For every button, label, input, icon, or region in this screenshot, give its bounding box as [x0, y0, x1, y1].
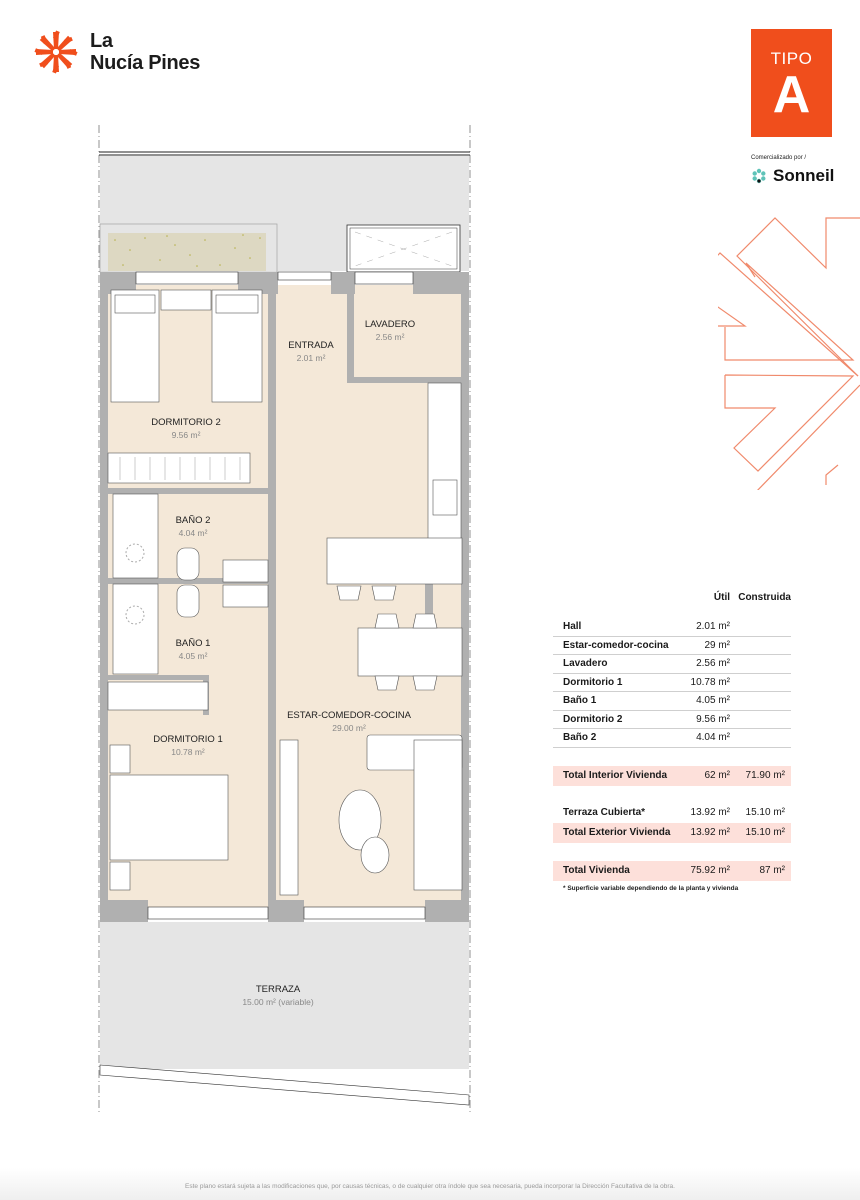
- room-name: ESTAR-COMEDOR-COCINA: [287, 710, 411, 721]
- row-label: Hall: [563, 621, 582, 633]
- table-row: Dormitorio 2 9.56 m²: [553, 711, 791, 729]
- row-label: Lavadero: [563, 658, 608, 670]
- total-exterior-row: Total Exterior Vivienda 13.92 m² 15.10 m…: [553, 822, 791, 843]
- room-area: 29.00 m²: [332, 723, 366, 733]
- room-name: TERRAZA: [255, 984, 301, 995]
- row-util: 4.04 m²: [696, 732, 730, 744]
- brand-logo: La Nucía Pines: [34, 30, 200, 74]
- room-entrada: ENTRADA 2.01 m²: [288, 340, 333, 363]
- table-header: Útil Construida: [553, 592, 791, 610]
- room-area: 9.56 m²: [171, 430, 201, 440]
- room-name: BAÑO 2: [175, 515, 211, 526]
- row-label: Estar-comedor-cocina: [563, 639, 669, 651]
- row-label: Total Vivienda: [563, 865, 630, 876]
- table-row: Estar-comedor-cocina 29 m²: [553, 637, 791, 655]
- room-bano-1: BAÑO 1 4.05 m²: [176, 638, 211, 661]
- marketer-name: Sonneil: [773, 166, 835, 185]
- row-label: Dormitorio 1: [563, 676, 623, 688]
- header-util: Útil: [713, 592, 730, 603]
- table-row: Dormitorio 1 10.78 m²: [553, 674, 791, 692]
- row-label: Terraza Cubierta*: [563, 807, 646, 818]
- room-area: 10.78 m²: [171, 747, 205, 757]
- room-name: LAVADERO: [364, 319, 416, 330]
- table-row: Lavadero 2.56 m²: [553, 655, 791, 674]
- unit-type-badge: TIPO A: [751, 29, 832, 137]
- header-construida: Construida: [738, 592, 791, 603]
- room-name: ENTRADA: [288, 340, 334, 351]
- unit-type-label: TIPO: [770, 49, 813, 68]
- table-row: Baño 2 4.04 m²: [553, 729, 791, 748]
- total-interior-row: Total Interior Vivienda 62 m² 71.90 m²: [553, 765, 791, 786]
- room-area: 4.05 m²: [178, 651, 208, 661]
- terraza-row: Terraza Cubierta* 13.92 m² 15.10 m²: [553, 803, 791, 823]
- room-area: 2.01 m²: [296, 353, 326, 363]
- brand-name-line2: Nucía Pines: [90, 52, 201, 74]
- floor-plan-drawing: [98, 125, 471, 1115]
- table-row: Hall 2.01 m²: [553, 618, 791, 637]
- row-util: 29 m²: [704, 639, 730, 651]
- row-construida: 71.90 m²: [745, 770, 785, 781]
- row-util: 2.56 m²: [696, 658, 730, 670]
- room-dormitorio-1: DORMITORIO 1 10.78 m²: [153, 734, 223, 757]
- row-label: Baño 2: [563, 732, 597, 744]
- footer-disclaimer: Este plano estará sujeta a las modificac…: [185, 1183, 675, 1190]
- floor-plan: ENTRADA 2.01 m² LAVADERO 2.56 m² DORMITO…: [95, 120, 475, 1120]
- brand-name: La Nucía Pines: [90, 30, 200, 74]
- row-util: 10.78 m²: [690, 676, 730, 688]
- row-label: Baño 1: [563, 695, 597, 707]
- row-label: Total Exterior Vivienda: [563, 827, 671, 838]
- room-area: 15.00 m² (variable): [242, 997, 314, 1007]
- total-vivienda-row: Total Vivienda 75.92 m² 87 m²: [553, 860, 791, 881]
- room-bano-2: BAÑO 2 4.04 m²: [176, 515, 211, 538]
- room-dormitorio-2: DORMITORIO 2 9.56 m²: [151, 417, 221, 440]
- unit-type-letter: A: [772, 66, 811, 124]
- sun-logo-icon: [34, 30, 78, 74]
- row-util: 13.92 m²: [690, 827, 730, 838]
- decorative-sun-outline-icon: [718, 217, 860, 490]
- room-name: BAÑO 1: [175, 638, 211, 649]
- sonneil-flower-icon: [752, 168, 766, 184]
- room-lavadero: LAVADERO 2.56 m²: [365, 319, 415, 342]
- room-area: 2.56 m²: [375, 332, 405, 342]
- room-name: DORMITORIO 1: [153, 734, 223, 745]
- row-util: 62 m²: [704, 770, 730, 781]
- surface-table: Útil Construida Hall 2.01 m² Estar-comed…: [553, 592, 791, 892]
- row-util: 75.92 m²: [690, 865, 730, 876]
- row-construida: 87 m²: [759, 865, 785, 876]
- marketer-logo: Sonneil: [751, 166, 834, 186]
- row-label: Dormitorio 2: [563, 713, 623, 725]
- room-area: 4.04 m²: [178, 528, 208, 538]
- row-util: 2.01 m²: [696, 621, 730, 633]
- footer: Este plano estará sujeta a las modificac…: [0, 1168, 860, 1200]
- row-construida: 15.10 m²: [745, 827, 785, 838]
- brand-name-line1: La: [90, 30, 113, 52]
- room-name: DORMITORIO 2: [151, 417, 221, 428]
- room-terraza: TERRAZA 15.00 m² (variable): [242, 984, 313, 1007]
- table-row: Baño 1 4.05 m²: [553, 692, 791, 711]
- room-estar-comedor-cocina: ESTAR-COMEDOR-COCINA 29.00 m²: [287, 710, 411, 733]
- surface-note: * Superficie variable dependiendo de la …: [563, 884, 739, 892]
- row-util: 4.05 m²: [696, 695, 730, 707]
- row-util: 13.92 m²: [690, 807, 730, 818]
- row-util: 9.56 m²: [696, 713, 730, 725]
- row-label: Total Interior Vivienda: [563, 770, 668, 781]
- marketer-caption: Comercializado por /: [751, 155, 807, 161]
- row-construida: 15.10 m²: [745, 807, 785, 818]
